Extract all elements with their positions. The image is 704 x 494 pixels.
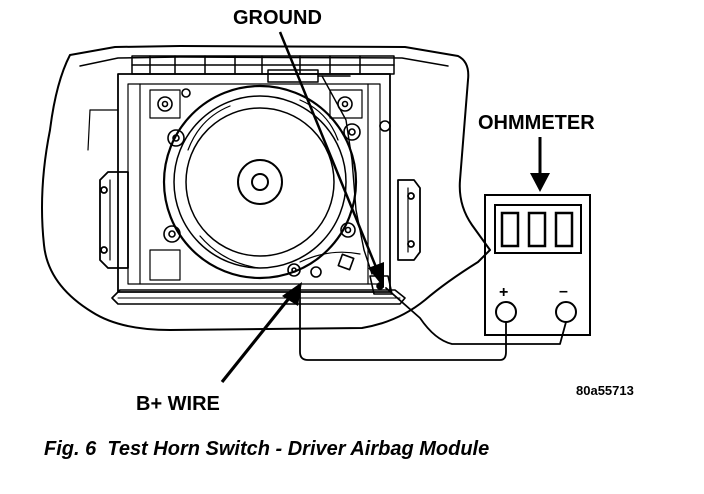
ohmmeter-label: OHMMETER [478, 112, 595, 134]
right-bracket [397, 179, 421, 261]
ground-arrowhead [368, 262, 384, 288]
display-digit-2 [527, 211, 547, 248]
top-rail [131, 55, 395, 83]
display-digit-3 [554, 211, 574, 248]
ground-label: GROUND [233, 7, 322, 29]
b-plus-wire-label: B+ WIRE [136, 393, 220, 415]
inflator-housing [162, 84, 358, 280]
figure-code: 80a55713 [576, 383, 634, 398]
display-digit-1 [500, 211, 520, 248]
arrows [220, 31, 550, 383]
positive-terminal-label: + [499, 284, 508, 301]
ohmmeter-display [494, 204, 582, 254]
left-bracket [87, 109, 129, 269]
positive-terminal [495, 301, 517, 323]
airbag-housing [41, 45, 491, 331]
ohmmeter-body [484, 194, 591, 336]
ground-lead [321, 75, 373, 275]
ohmmeter [484, 194, 591, 336]
negative-terminal-label: – [559, 283, 568, 300]
ohmmeter-arrowhead [530, 173, 550, 192]
figure-caption: Fig. 6 Test Horn Switch - Driver Airbag … [44, 438, 489, 460]
b-wire-arrowhead [282, 282, 302, 306]
positive-test-lead [299, 285, 507, 361]
base-plate [111, 251, 406, 305]
negative-test-lead [385, 287, 567, 345]
negative-terminal [555, 301, 577, 323]
